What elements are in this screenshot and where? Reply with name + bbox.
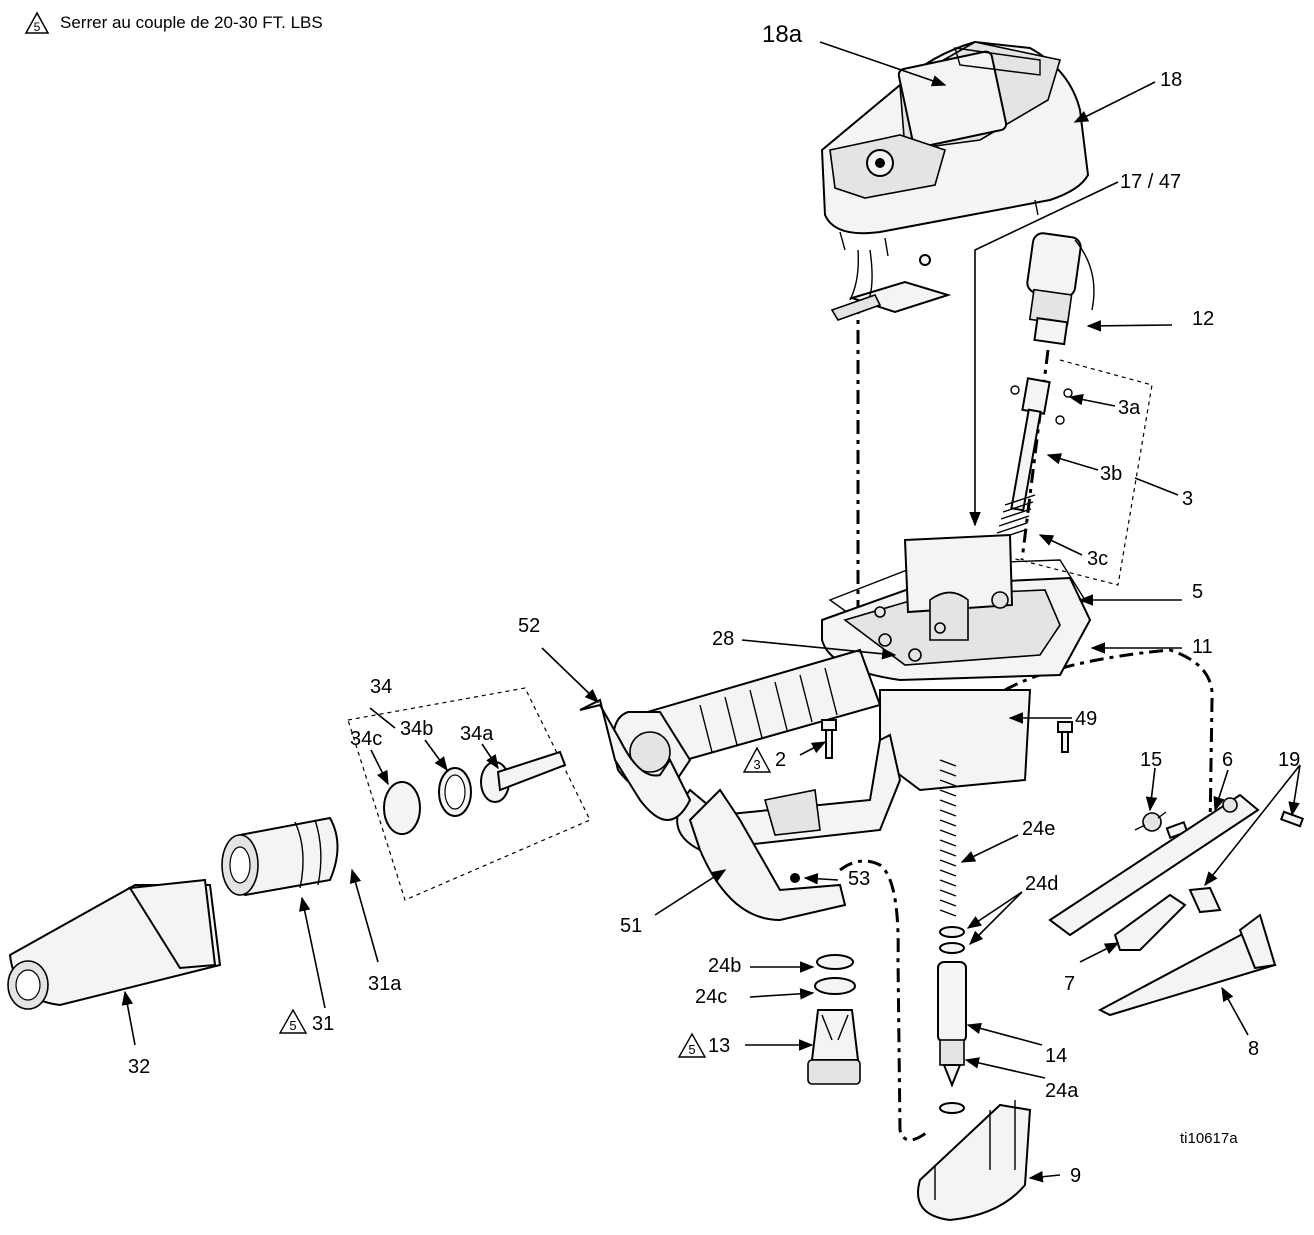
label-28: 28 <box>712 628 734 650</box>
label-6: 6 <box>1222 749 1233 771</box>
seat-assembly <box>807 954 861 1085</box>
nozzle-31 <box>221 816 339 897</box>
torque-note: 5 Serrer au couple de 20-30 FT. LBS <box>24 8 323 38</box>
figure-reference: ti10617a <box>1180 1130 1238 1147</box>
label-3c: 3c <box>1087 548 1108 570</box>
warning-5-icon-31: 5 <box>278 1008 308 1034</box>
warning-3-label: 3 <box>753 757 760 772</box>
torque-note-text: Serrer au couple de 20-30 FT. LBS <box>60 13 323 32</box>
leader-lines <box>121 41 1301 1183</box>
label-12: 12 <box>1192 308 1214 330</box>
label-34a: 34a <box>460 723 494 745</box>
label-34b: 34b <box>400 718 433 740</box>
assembly-line-valve <box>839 859 931 1142</box>
label-13: 13 <box>708 1035 730 1057</box>
label-17-47: 17 / 47 <box>1120 171 1181 193</box>
label-11: 11 <box>1192 636 1213 658</box>
pin-53 <box>790 873 800 883</box>
screw-2 <box>821 719 837 759</box>
screw-49 <box>1057 721 1073 753</box>
plunger-assembly <box>994 359 1153 586</box>
label-2: 2 <box>775 749 786 771</box>
label-18: 18 <box>1160 69 1182 91</box>
solenoid <box>1026 232 1095 346</box>
label-24c: 24c <box>695 986 727 1008</box>
label-31a: 31a <box>368 973 402 995</box>
nozzle-cover-32 <box>7 878 222 1010</box>
label-49: 49 <box>1075 708 1097 730</box>
display-cover <box>820 40 1090 257</box>
label-24d: 24d <box>1025 873 1058 895</box>
label-24e: 24e <box>1022 818 1055 840</box>
label-32: 32 <box>128 1056 150 1078</box>
label-14: 14 <box>1045 1045 1067 1067</box>
label-34: 34 <box>370 676 392 698</box>
label-3: 3 <box>1182 488 1193 510</box>
trigger-parts <box>1048 793 1305 1017</box>
valve-stack <box>937 759 967 1114</box>
label-15: 15 <box>1140 749 1162 771</box>
display-board <box>830 249 952 321</box>
label-24a: 24a <box>1045 1080 1079 1102</box>
gun-body <box>579 648 1032 922</box>
label-53: 53 <box>848 868 870 890</box>
warning-5-label-13: 5 <box>688 1042 695 1057</box>
label-19: 19 <box>1278 749 1300 771</box>
warning-5-label-31: 5 <box>289 1018 296 1033</box>
label-3a: 3a <box>1118 397 1141 419</box>
warning-5-icon-13: 5 <box>677 1032 707 1058</box>
warning-triangle-icon: 5 <box>24 11 50 34</box>
label-9: 9 <box>1070 1165 1081 1187</box>
label-18a: 18a <box>762 21 803 48</box>
assembly-line-trigger <box>1004 648 1214 831</box>
label-51: 51 <box>620 915 642 937</box>
label-31: 31 <box>312 1013 334 1035</box>
warning-3-icon: 3 <box>742 746 772 773</box>
svg-text:5: 5 <box>34 20 41 34</box>
bottom-guard <box>917 1100 1032 1222</box>
label-34c: 34c <box>350 728 382 750</box>
label-52: 52 <box>518 615 540 637</box>
label-7: 7 <box>1064 973 1075 995</box>
label-24b: 24b <box>708 955 741 977</box>
callout-labels: 18a 18 17 / 47 12 3a 3b 3 3c 5 11 28 49 … <box>128 21 1300 1187</box>
label-5: 5 <box>1192 581 1203 603</box>
label-8: 8 <box>1248 1038 1259 1060</box>
label-3b: 3b <box>1100 463 1122 485</box>
kit-34-parts <box>383 750 567 835</box>
